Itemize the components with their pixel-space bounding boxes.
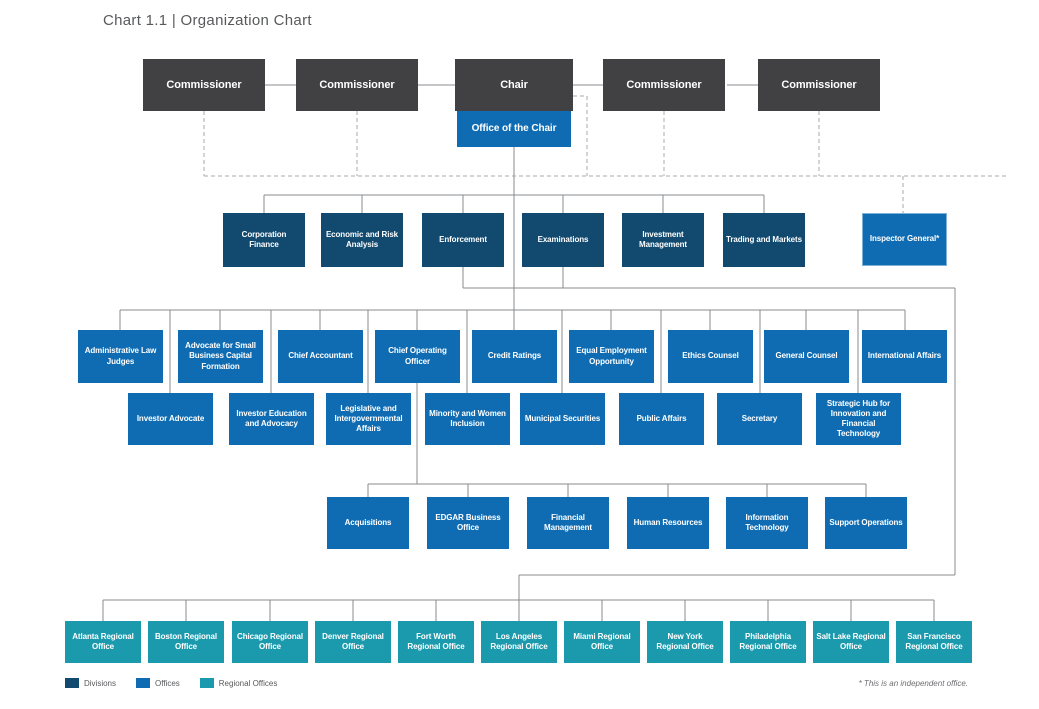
office-municipal-securities: Municipal Securities xyxy=(520,393,605,445)
regional-office-denver: Denver Regional Office xyxy=(315,621,391,663)
office-credit-ratings: Credit Ratings xyxy=(472,330,557,383)
legend-item-regional-offices: Regional Offices xyxy=(199,678,278,688)
legend-label-regional-offices: Regional Offices xyxy=(218,678,278,688)
office-edgar-business-office: EDGAR Business Office xyxy=(427,497,509,549)
regional-office-philadelphia: Philadelphia Regional Office xyxy=(730,621,806,663)
office-secretary: Secretary xyxy=(717,393,802,445)
office-investor-education-and-advocacy: Investor Education and Advocacy xyxy=(229,393,314,445)
division-examinations: Examinations xyxy=(522,213,604,267)
office-administrative-law-judges: Administrative Law Judges xyxy=(78,330,163,383)
office-international-affairs: International Affairs xyxy=(862,330,947,383)
office-public-affairs: Public Affairs xyxy=(619,393,704,445)
office-advocate-small-business-capital-formation: Advocate for Small Business Capital Form… xyxy=(178,330,263,383)
box-commissioner-4: Commissioner xyxy=(758,59,880,111)
regional-office-salt-lake: Salt Lake Regional Office xyxy=(813,621,889,663)
offices-swatch-icon xyxy=(136,678,151,688)
office-legislative-intergovernmental-affairs: Legislative and Intergovernmental Affair… xyxy=(326,393,411,445)
office-human-resources: Human Resources xyxy=(627,497,709,549)
office-financial-management: Financial Management xyxy=(527,497,609,549)
legend-item-divisions: Divisions xyxy=(65,678,116,688)
dashed-connectors xyxy=(203,95,1008,213)
regional-office-miami: Miami Regional Office xyxy=(564,621,640,663)
box-commissioner-1: Commissioner xyxy=(143,59,265,111)
division-economic-and-risk-analysis: Economic and Risk Analysis xyxy=(321,213,403,267)
regional-office-new-york: New York Regional Office xyxy=(647,621,723,663)
division-investment-management: Investment Management xyxy=(622,213,704,267)
regional-office-san-francisco: San Francisco Regional Office xyxy=(896,621,972,663)
regional-offices-swatch-icon xyxy=(199,678,214,688)
chart-title: Chart 1.1 | Organization Chart xyxy=(103,12,312,29)
legend-label-divisions: Divisions xyxy=(84,678,117,688)
office-support-operations: Support Operations xyxy=(825,497,907,549)
office-inspector-general: Inspector General* xyxy=(862,213,947,266)
divisions-swatch-icon xyxy=(65,678,79,688)
regional-office-chicago: Chicago Regional Office xyxy=(232,621,308,663)
solid-connectors xyxy=(102,84,956,621)
box-office-of-the-chair: Office of the Chair xyxy=(457,111,571,147)
office-ethics-counsel: Ethics Counsel xyxy=(668,330,753,383)
regional-office-fort-worth: Fort Worth Regional Office xyxy=(398,621,474,663)
division-corporation-finance: Corporation Finance xyxy=(223,213,305,267)
office-minority-and-women-inclusion: Minority and Women Inclusion xyxy=(425,393,510,445)
box-commissioner-2: Commissioner xyxy=(296,59,418,111)
regional-office-los-angeles: Los Angeles Regional Office xyxy=(481,621,557,663)
office-equal-employment-opportunity: Equal Employment Opportunity xyxy=(569,330,654,383)
office-acquisitions: Acquisitions xyxy=(327,497,409,549)
legend-item-offices: Offices xyxy=(136,678,180,688)
box-chair: Chair xyxy=(455,59,573,111)
box-commissioner-3: Commissioner xyxy=(603,59,725,111)
office-chief-operating-officer: Chief Operating Officer xyxy=(375,330,460,383)
office-general-counsel: General Counsel xyxy=(764,330,849,383)
legend: Divisions Offices Regional Offices xyxy=(65,678,277,688)
office-information-technology: Information Technology xyxy=(726,497,808,549)
office-chief-accountant: Chief Accountant xyxy=(278,330,363,383)
footnote: * This is an independent office. xyxy=(858,679,968,688)
legend-label-offices: Offices xyxy=(155,678,180,688)
division-enforcement: Enforcement xyxy=(422,213,504,267)
regional-office-atlanta: Atlanta Regional Office xyxy=(65,621,141,663)
office-strategic-hub-innovation-financial-technology: Strategic Hub for Innovation and Financi… xyxy=(816,393,901,445)
regional-office-boston: Boston Regional Office xyxy=(148,621,224,663)
division-trading-and-markets: Trading and Markets xyxy=(723,213,805,267)
office-investor-advocate: Investor Advocate xyxy=(128,393,213,445)
